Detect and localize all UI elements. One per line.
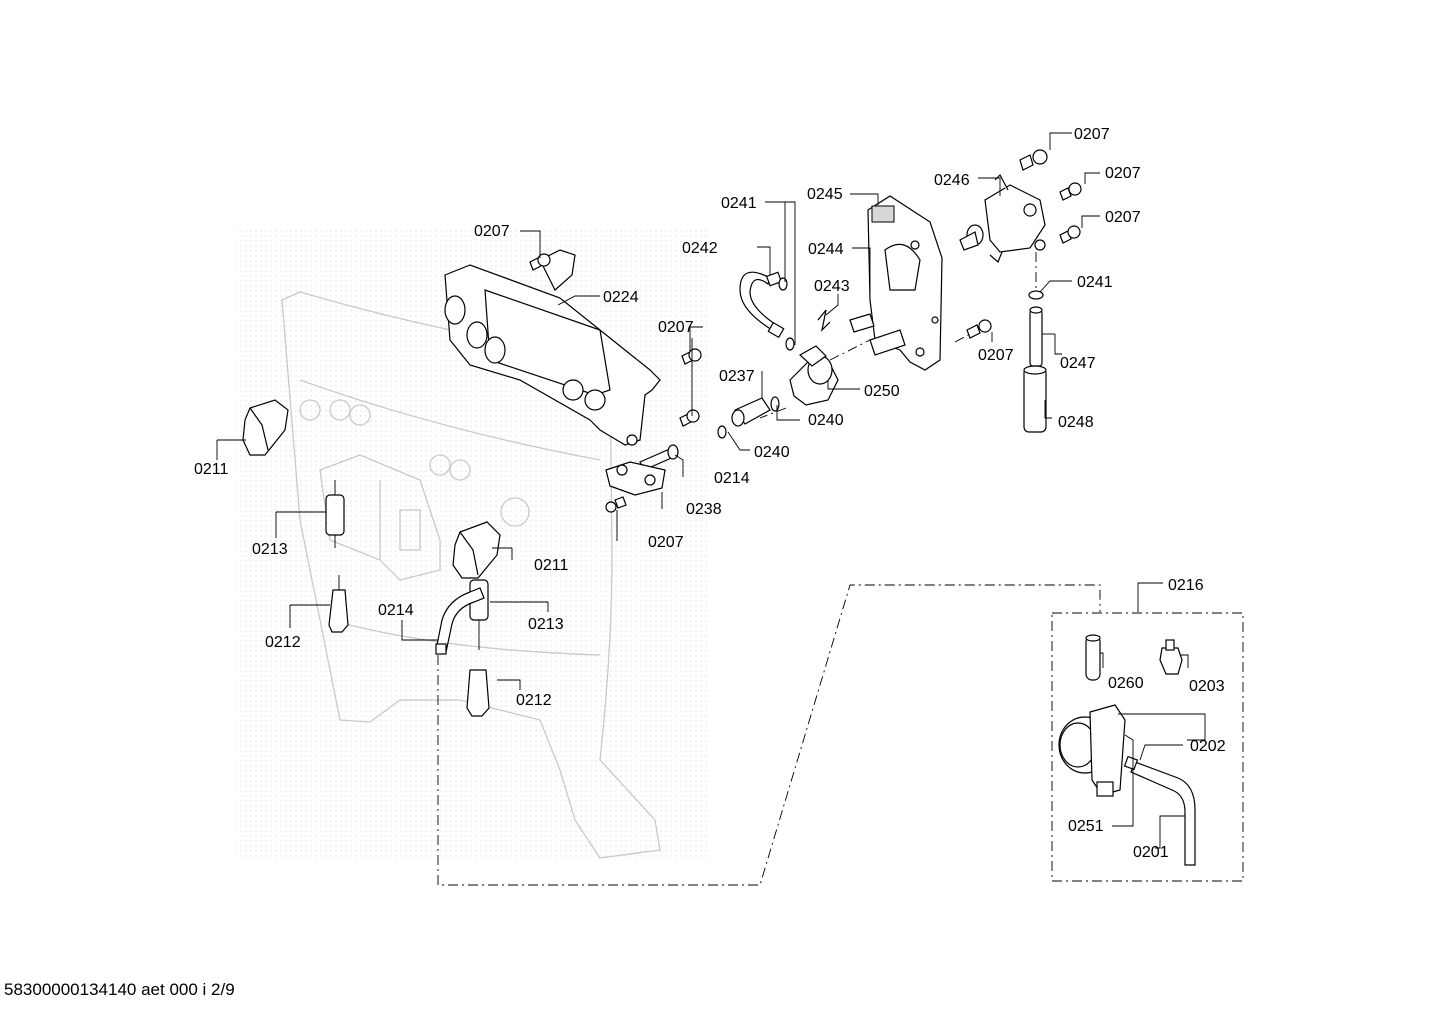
valve-0250-part: [789, 345, 839, 406]
leader-lines: [216, 132, 1206, 849]
label-0244: 0244: [808, 241, 844, 258]
knob-0211-left-part: [242, 399, 289, 456]
label-0207-g: 0207: [978, 347, 1014, 364]
knob-0211-center-part: [452, 521, 501, 579]
label-0238: 0238: [686, 501, 722, 518]
flowmeter-0246-part: [959, 174, 1046, 264]
screws-0207-part: [529, 149, 1082, 513]
label-0241-a: 0241: [721, 195, 757, 212]
filter-0248-part: [1023, 365, 1047, 433]
tube-0214-part: [435, 587, 485, 655]
label-0201: 0201: [1133, 844, 1169, 861]
spacer-0237-part: [717, 396, 780, 439]
tube-0247-part: [1029, 306, 1043, 367]
label-0241-b: 0241: [1077, 274, 1113, 291]
label-0211-b: 0211: [534, 557, 569, 574]
label-0214-a: 0214: [714, 470, 750, 487]
label-0213-b: 0213: [528, 616, 564, 633]
label-0213-a: 0213: [252, 541, 288, 558]
kit-0216-parts: [1058, 634, 1196, 866]
callout-frames: [437, 252, 1244, 886]
part-labels: 0207 0224 0207 0211 0214 0238 0207 0213 …: [194, 126, 1226, 861]
label-0207-b: 0207: [658, 319, 694, 336]
housing-outline: [281, 291, 661, 859]
label-0211-a: 0211: [194, 461, 229, 478]
bracket-0224-part: [444, 249, 661, 446]
label-0216: 0216: [1168, 577, 1204, 594]
label-0202: 0202: [1190, 738, 1226, 755]
label-0247: 0247: [1060, 355, 1096, 372]
label-0224: 0224: [603, 289, 639, 306]
label-0248: 0248: [1058, 414, 1094, 431]
label-0212-a: 0212: [265, 634, 301, 651]
label-0250: 0250: [864, 383, 900, 400]
label-0207-f: 0207: [1105, 209, 1141, 226]
bracket-0245-part: [817, 195, 943, 371]
label-0203: 0203: [1189, 678, 1225, 695]
label-0207-d: 0207: [1074, 126, 1110, 143]
label-0245: 0245: [807, 186, 843, 203]
label-0243: 0243: [814, 278, 850, 295]
label-0251: 0251: [1068, 818, 1104, 835]
document-id-footer: 58300000134140 aet 000 i 2/9: [4, 980, 235, 999]
label-0214-b: 0214: [378, 602, 414, 619]
label-0237: 0237: [719, 368, 755, 385]
label-0207-e: 0207: [1105, 165, 1141, 182]
label-0242: 0242: [682, 240, 718, 257]
hose-0242-part: [739, 271, 785, 339]
label-0246: 0246: [934, 172, 970, 189]
label-0240-a: 0240: [808, 412, 844, 429]
label-0212-b: 0212: [516, 692, 552, 709]
label-0240-b: 0240: [754, 444, 790, 461]
label-0207-a: 0207: [474, 223, 510, 240]
oring-0241-part: [778, 277, 1044, 351]
plug-0212-part: [328, 575, 490, 717]
label-0260: 0260: [1108, 675, 1144, 692]
label-0207-c: 0207: [648, 534, 684, 551]
